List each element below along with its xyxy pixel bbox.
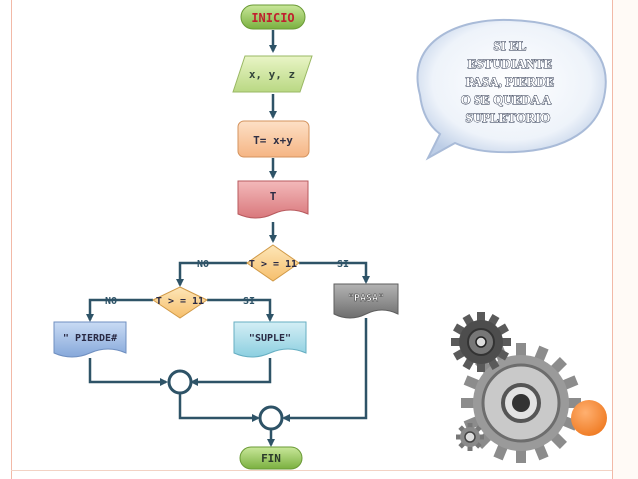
supple-document: "SUPLE" — [233, 321, 307, 358]
arrow-join1-to-join2 — [178, 394, 260, 422]
decision1-no-label: NO — [197, 259, 209, 270]
decision2-no-label: NO — [105, 296, 117, 307]
input-label: x, y, z — [249, 68, 295, 81]
input-parallelogram: x, y, z — [232, 55, 313, 93]
callout-line-4: O SE QUEDA A — [461, 92, 552, 107]
gear-small-icon — [456, 423, 484, 451]
gear-top-icon — [451, 312, 511, 372]
join-connector-2 — [258, 405, 284, 431]
process-label: T= x+y — [253, 134, 293, 147]
decision2-diamond: T > = 11 — [151, 286, 209, 319]
callout-line-1: SI EL — [494, 38, 527, 53]
process-rectangle: T= x+y — [237, 120, 310, 158]
start-label: INICIO — [251, 11, 294, 25]
output-label: T — [270, 190, 277, 203]
orange-circle — [571, 400, 607, 436]
pass-label: "PASA" — [348, 293, 384, 304]
arrow-lose-to-join1 — [88, 358, 168, 386]
decision1-diamond: T > = 11 — [246, 244, 300, 282]
callout-line-3: PASA, PIERDE — [466, 74, 555, 89]
join-connector-1 — [167, 369, 193, 395]
lose-document: " PIERDE# — [53, 321, 127, 358]
arrow-pass-to-join2 — [282, 318, 368, 422]
pass-document: "PASA" — [333, 283, 399, 319]
speech-bubble: SI EL ESTUDIANTE PASA, PIERDE O SE QUEDA… — [416, 18, 607, 161]
lose-label: " PIERDE# — [63, 333, 117, 344]
decision2-label: T > = 11 — [156, 296, 204, 307]
decision1-yes-label: SI — [337, 259, 349, 270]
connectors — [86, 30, 370, 447]
callout-line-5: SUPLETORIO — [465, 110, 550, 125]
slide-bottom-line — [11, 470, 612, 471]
supple-label: "SUPLE" — [249, 333, 291, 344]
gears-illustration — [451, 312, 607, 463]
decision2-yes-label: SI — [243, 296, 255, 307]
callout-line-2: ESTUDIANTE — [468, 56, 553, 71]
arrow-decision1-yes — [299, 261, 370, 284]
decision1-label: T > = 11 — [249, 259, 297, 270]
arrow-decision2-yes — [207, 298, 274, 322]
end-terminal: FIN — [239, 446, 303, 470]
start-terminal: INICIO — [240, 4, 306, 30]
arrow-decision2-no — [86, 298, 153, 322]
arrow-decision1-no — [176, 261, 247, 287]
slide-right-band — [612, 0, 638, 479]
arrow-supple-to-join1 — [190, 358, 272, 386]
output-document: T — [237, 180, 309, 219]
slide-left-margin-line — [11, 0, 12, 479]
gear-large-icon — [461, 343, 581, 463]
slide-right-margin-line — [612, 0, 613, 479]
end-label: FIN — [261, 452, 281, 465]
